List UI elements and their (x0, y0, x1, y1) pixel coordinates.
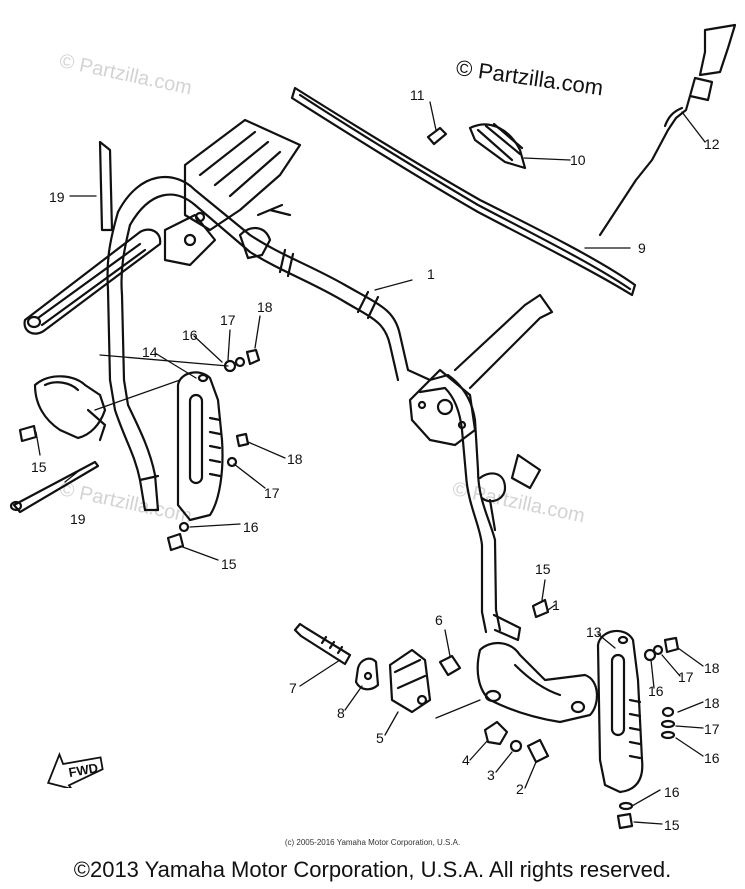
left-footrest-plate (176, 371, 224, 522)
right-upper-bracket (453, 293, 554, 390)
callout-19: 19 (70, 511, 86, 527)
callout-13: 13 (586, 624, 602, 640)
callout-12: 12 (704, 136, 720, 152)
callout-19: 19 (49, 189, 65, 205)
callout-14: 14 (142, 344, 158, 360)
pivot-bracket (388, 648, 432, 714)
bolt-2 (526, 738, 550, 764)
right-lower-bracket (476, 642, 598, 724)
callout-11: 11 (410, 87, 425, 103)
callout-5: 5 (376, 730, 384, 746)
callout-17: 17 (704, 721, 720, 737)
callout-17: 17 (678, 669, 694, 685)
callout-16: 16 (648, 683, 664, 699)
callout-16: 16 (664, 784, 680, 800)
callout-16: 16 (704, 750, 720, 766)
left-down-tube (106, 210, 147, 512)
callout-16: 16 (182, 327, 198, 343)
callout-16: 16 (243, 519, 259, 535)
clip (426, 126, 448, 146)
right-mount-plate (408, 368, 477, 447)
cable-tie-top (98, 140, 114, 232)
right-footrest-plate (596, 629, 644, 794)
choke-knob (698, 23, 737, 77)
dipstick (290, 86, 637, 297)
main-tube (116, 176, 432, 382)
main-tube-edge (128, 193, 400, 382)
washer-3 (509, 739, 523, 753)
long-bolt (293, 622, 352, 666)
callout-18: 18 (257, 299, 273, 315)
callout-18: 18 (704, 695, 720, 711)
callout-17: 17 (220, 312, 236, 328)
callout-7: 7 (289, 680, 297, 696)
callout-8: 8 (337, 705, 345, 721)
callout-18: 18 (287, 451, 303, 467)
callout-9: 9 (638, 240, 646, 256)
callout-1: 1 (552, 597, 560, 613)
callout-2: 2 (516, 781, 524, 797)
callout-17: 17 (264, 485, 280, 501)
callout-1: 1 (427, 266, 435, 282)
callout-3: 3 (487, 767, 495, 783)
washer-plate (354, 657, 380, 691)
collar (438, 654, 462, 677)
callout-10: 10 (570, 152, 586, 168)
callout-15: 15 (221, 556, 237, 572)
callout-4: 4 (462, 752, 470, 768)
callout-15: 15 (664, 817, 680, 833)
callout-18: 18 (704, 660, 720, 676)
callout-15: 15 (535, 561, 551, 577)
nut-plate (483, 720, 509, 746)
copyright-small: (c) 2005-2016 Yamaha Motor Corporation, … (284, 838, 461, 847)
left-lower-bracket (33, 375, 107, 440)
copyright-main: ©2013 Yamaha Motor Corporation, U.S.A. A… (73, 857, 672, 882)
left-footrest-arm (23, 228, 162, 335)
callout-15: 15 (31, 459, 47, 475)
fwd-label: FWD (67, 760, 99, 780)
fwd-arrow-icon: FWD (46, 752, 104, 788)
callout-6: 6 (435, 612, 443, 628)
cable-tie-bottom (12, 460, 100, 514)
rubber-damper (468, 123, 527, 170)
